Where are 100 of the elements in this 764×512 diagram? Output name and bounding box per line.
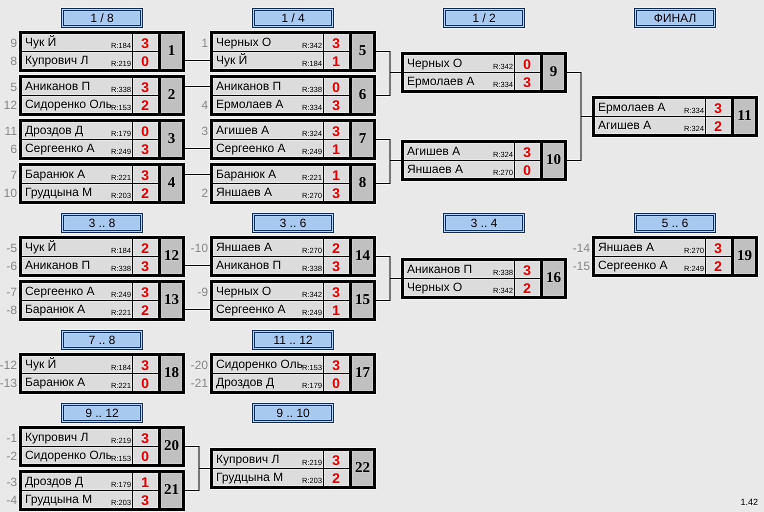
score-value: 3 [141,356,149,372]
score-value: 3 [332,452,340,468]
score-value: 3 [332,356,340,372]
player-name: Грудцына М [216,469,284,485]
score-value: 3 [141,34,149,50]
score-value: 3 [714,100,722,116]
round-header: 1 / 8 [61,8,143,28]
score-value: 2 [714,118,722,134]
score-value: 0 [141,374,149,390]
match-box [19,163,185,204]
player-name: Баранюк А [25,166,86,182]
player-name: Баранюк А [216,166,276,182]
score-value: 3 [332,34,340,50]
connector-line [184,60,210,61]
version-label: 1.42 [740,496,758,508]
connector-line [184,265,210,266]
match-number: 4 [168,174,176,194]
player-name: Сергеенко А [25,283,94,299]
match-box [210,280,376,321]
seed-number: 12 [2,98,17,112]
match-box [592,236,758,277]
player-name: Черных О [407,55,462,71]
round-header: 11 .. 12 [252,330,334,350]
round-header: 3 .. 6 [252,213,334,233]
seed-number: 6 [9,142,17,156]
player-row [22,256,158,274]
match-box [210,163,376,204]
match-number: 20 [164,437,179,456]
player-name: Баранюк А [25,301,86,317]
player-name: Аниканов П [25,257,90,273]
score-value: 2 [141,184,149,200]
round-header: ФИНАЛ [634,8,716,28]
score-value: 2 [523,280,531,296]
player-row [213,300,349,318]
seed-number: 3 [200,124,208,138]
score-value: 3 [141,140,149,156]
match-box [401,258,567,299]
score-value: 3 [523,262,531,278]
player-name: Черных О [216,283,272,299]
player-name: Агишев А [216,122,270,138]
score-value: 3 [141,258,149,274]
player-row [22,373,158,391]
player-row [22,490,158,508]
score-value: 3 [332,258,340,274]
seed-number: 7 [9,168,17,182]
seed-number: 11 [4,124,17,138]
round-header: 3 .. 4 [443,213,525,233]
score-value: 2 [332,470,340,486]
score-value: 0 [141,448,149,464]
match-box [19,426,185,467]
score-value: 3 [141,284,149,300]
match-number: 9 [550,63,558,82]
score-value: 3 [332,184,340,200]
player-name: Сергеенко А [216,301,286,317]
score-value: 3 [332,96,340,112]
player-row [213,468,349,486]
player-row [22,51,158,69]
player-name: Ермолаев А [598,99,666,115]
player-name: Аниканов П [216,257,282,273]
connector-line [184,86,210,87]
player-row [22,95,158,113]
score-value: 3 [141,78,149,94]
match-number: 3 [168,130,176,150]
score-value: 2 [141,240,149,256]
score-value: 3 [141,492,149,508]
match-box [401,52,567,93]
match-box [401,140,567,181]
seed-number: -13 [0,376,17,390]
seed-number: 1 [200,36,208,50]
player-name: Агишев А [598,117,652,133]
connector-line [566,116,592,161]
match-box [210,236,376,277]
match-box [210,75,376,116]
player-name: Купрович Л [25,52,88,68]
match-box [19,280,185,321]
score-value: 1 [332,166,340,182]
score-value: 1 [332,140,340,156]
player-name: Сидоренко Оль [216,356,303,372]
seed-number: -7 [5,284,17,298]
round-header: 1 / 2 [443,8,525,28]
match-box [19,75,185,116]
match-box [592,96,758,137]
match-box [19,119,185,160]
seed-number: -10 [190,240,208,254]
round-header: 5 .. 6 [634,213,716,233]
seed-number: 8 [9,54,17,68]
connector-line [376,160,402,184]
connector-line [184,148,210,149]
match-box [210,448,376,489]
match-box [19,31,185,72]
round-header: 9 .. 12 [61,403,143,423]
player-row [22,446,158,464]
score-value: 2 [141,96,149,112]
score-value: 1 [141,474,149,490]
player-row [213,256,349,274]
seed-number: 2 [200,186,208,200]
score-value: 3 [332,122,340,138]
score-value: 2 [714,258,722,274]
seed-number: -14 [572,240,590,254]
round-header: 1 / 4 [252,8,334,28]
